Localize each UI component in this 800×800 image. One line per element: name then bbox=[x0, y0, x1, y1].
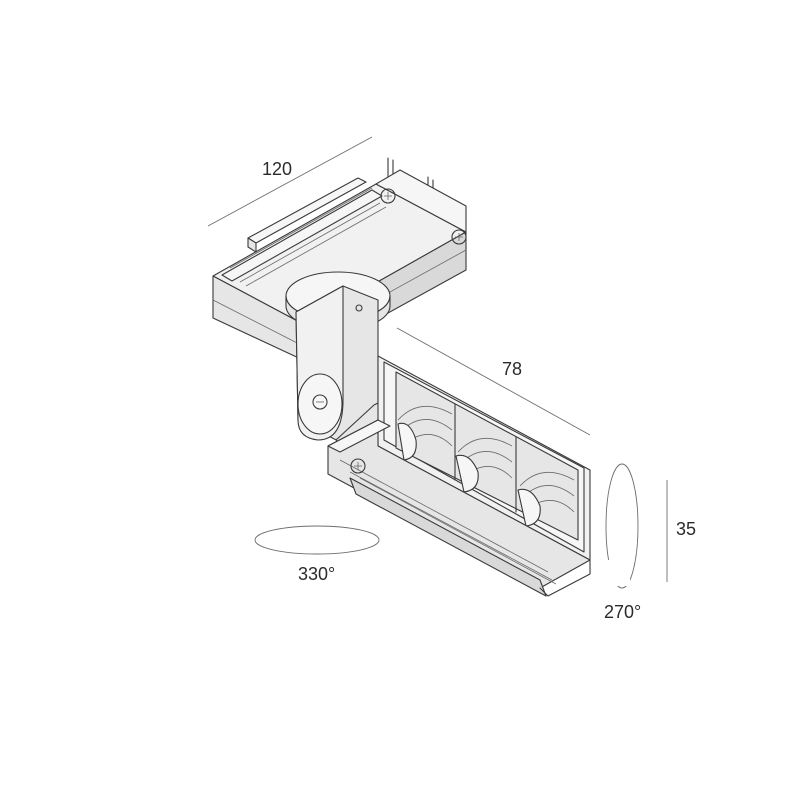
screw-icon bbox=[380, 188, 396, 204]
pivot-screw-icon bbox=[312, 394, 328, 410]
rotation-label-270: 270° bbox=[604, 602, 641, 622]
rotation-vertical-270: 270° bbox=[604, 463, 641, 622]
rotation-ellipse-horizontal bbox=[254, 525, 380, 555]
lens-cell bbox=[397, 405, 453, 461]
rotation-horizontal-330: 330° bbox=[254, 525, 380, 584]
lens-cell bbox=[517, 471, 575, 527]
lens-cell bbox=[455, 437, 513, 493]
screw-icon bbox=[350, 458, 366, 474]
dimension-line-78 bbox=[396, 327, 591, 436]
pivot-arm bbox=[295, 285, 385, 447]
led-head bbox=[327, 355, 591, 597]
dimension-label-78: 78 bbox=[502, 359, 522, 379]
rotation-label-330: 330° bbox=[298, 564, 335, 584]
dimension-35: 35 bbox=[666, 480, 696, 582]
screw-icon bbox=[451, 229, 467, 245]
dimension-78: 78 bbox=[396, 327, 591, 436]
dimension-line-120 bbox=[207, 136, 373, 227]
dimension-label-35: 35 bbox=[676, 519, 696, 539]
dimension-label-120: 120 bbox=[262, 159, 292, 179]
rotation-ellipse-vertical bbox=[605, 463, 639, 589]
dimension-120: 120 bbox=[207, 136, 373, 227]
